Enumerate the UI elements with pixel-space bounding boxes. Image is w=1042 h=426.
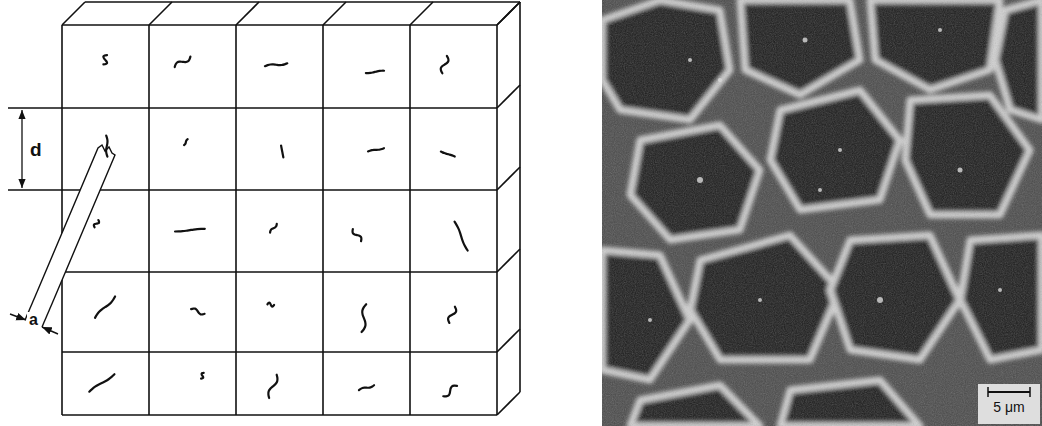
grain-boundary xyxy=(322,25,324,415)
grain-boundary xyxy=(85,1,520,3)
microcrack xyxy=(201,373,204,379)
grain-boundary xyxy=(497,167,520,190)
microcrack xyxy=(353,229,362,241)
dimension-label: a xyxy=(27,312,40,328)
grain-boundary xyxy=(62,351,497,353)
microcrack xyxy=(268,375,277,398)
grain-boundary xyxy=(61,25,63,415)
grain-boundary xyxy=(496,25,498,415)
grain-boundary xyxy=(497,329,520,352)
grain-boundary xyxy=(410,2,433,25)
grain-boundary xyxy=(62,107,497,109)
grain-boundary xyxy=(497,2,520,25)
microcrack xyxy=(362,304,367,332)
microcrack xyxy=(106,136,107,157)
microcrack xyxy=(95,296,115,317)
scale-bar-box xyxy=(978,384,1040,424)
grain-boundary xyxy=(497,2,520,25)
grain-boundary xyxy=(235,25,237,415)
microcrack xyxy=(175,229,205,232)
grain-boundary xyxy=(497,85,520,108)
dimension-d xyxy=(8,108,62,190)
microcrack xyxy=(265,63,287,66)
grain-boundary xyxy=(149,2,172,25)
microcrack xyxy=(455,222,468,251)
microcrack xyxy=(441,56,449,73)
dimension-label: d xyxy=(28,140,44,159)
microcrack xyxy=(443,386,457,397)
microcrack xyxy=(89,374,114,391)
grain-boundary xyxy=(62,189,497,191)
microcrack xyxy=(103,55,107,64)
crack-specimen xyxy=(10,145,115,334)
grain-boundary xyxy=(62,271,497,273)
scale-bar xyxy=(988,391,1030,393)
grain-boundary xyxy=(62,24,497,26)
microcrack xyxy=(191,308,204,314)
micrograph-image xyxy=(602,0,1042,426)
microcrack xyxy=(359,385,374,390)
grain-boundary xyxy=(62,414,497,416)
scale-bar-label: 5 μm xyxy=(991,400,1026,414)
microcrack xyxy=(94,220,99,227)
grain-boundary xyxy=(148,25,150,415)
microcrack xyxy=(281,146,283,158)
grain-boundary xyxy=(236,2,259,25)
grain-boundary xyxy=(497,392,520,415)
grain-boundary xyxy=(323,2,346,25)
grain-boundary xyxy=(62,2,85,25)
microcrack xyxy=(366,71,384,73)
microcrack xyxy=(184,139,188,145)
grain-boundary xyxy=(409,25,411,415)
microcrack xyxy=(270,224,277,233)
microcrack xyxy=(448,307,456,323)
microcrack xyxy=(175,57,191,67)
microcrack xyxy=(441,152,455,157)
grain-boundary xyxy=(497,249,520,272)
microcrack xyxy=(267,303,274,307)
grain-boundary xyxy=(519,2,521,392)
microcrack xyxy=(368,148,384,151)
